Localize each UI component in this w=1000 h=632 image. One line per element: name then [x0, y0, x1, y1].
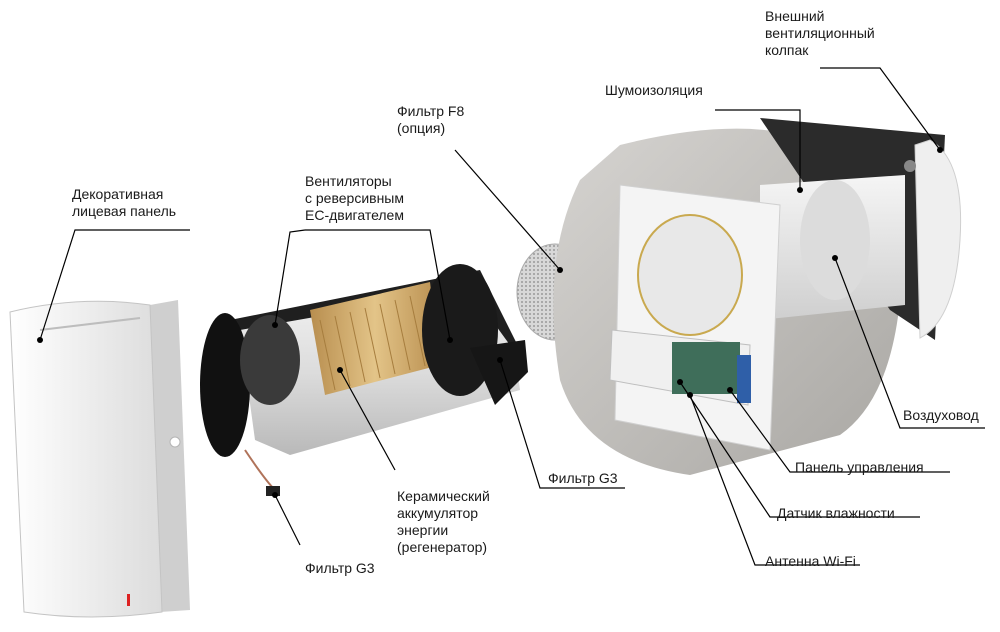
label-noise-insulation: Шумоизоляция	[605, 82, 703, 98]
anchor-dots	[37, 147, 943, 498]
label-fans: Вентиляторы с реверсивным EC-двигателем	[305, 173, 404, 223]
label-filter-g3-bottom: Фильтр G3	[305, 560, 375, 576]
label-air-duct: Воздуховод	[903, 407, 979, 423]
label-outer-hood: Внешний вентиляционный колпак	[765, 8, 875, 58]
label-control-panel: Панель управления	[795, 459, 924, 475]
main-housing	[553, 118, 962, 475]
front-panel	[9, 300, 190, 618]
label-filter-f8: Фильтр F8 (опция)	[397, 103, 465, 136]
leader-lines	[39, 67, 985, 566]
label-humidity-sensor: Датчик влажности	[777, 505, 895, 521]
label-front-panel: Декоративная лицевая панель	[72, 186, 177, 219]
label-wifi-antenna: Антенна Wi-Fi	[765, 553, 856, 569]
label-filter-g3-mid: Фильтр G3	[548, 470, 618, 486]
label-ceramic-accumulator: Керамический аккумулятор энергии (регене…	[397, 488, 490, 555]
fan-cartridge	[200, 264, 528, 496]
